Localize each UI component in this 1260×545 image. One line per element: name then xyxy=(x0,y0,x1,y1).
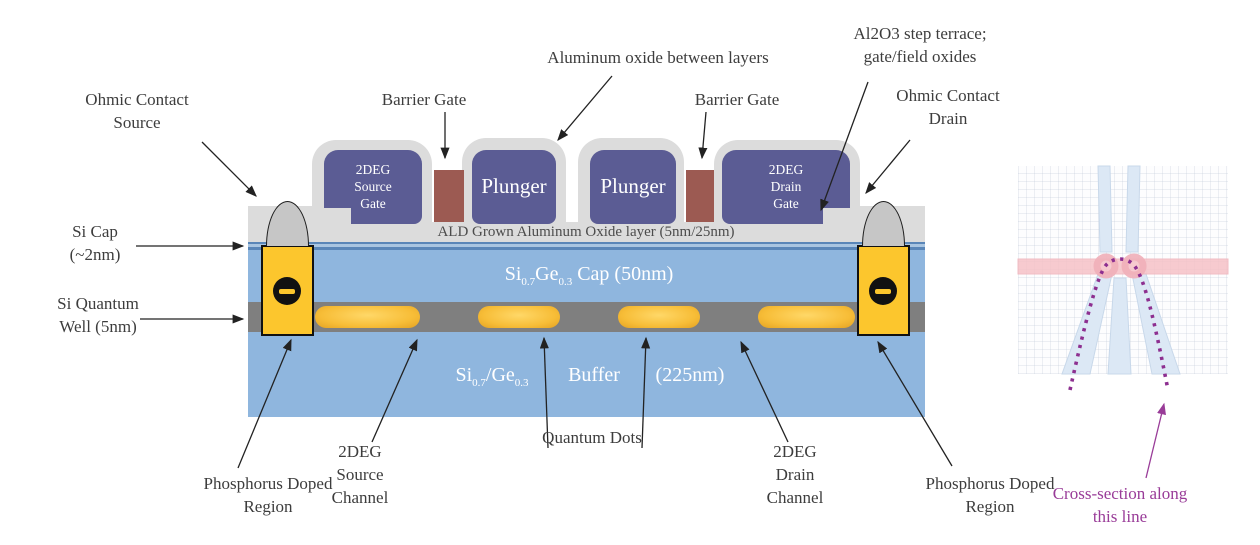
source-gate-oxide-step xyxy=(324,208,351,224)
plunger-gate-right-block: Plunger xyxy=(590,150,676,224)
negative-charge-icon xyxy=(273,277,301,305)
arrow-cross-section xyxy=(1145,402,1166,479)
arrow-aluminum-oxide xyxy=(557,75,613,141)
label-2deg-source-channel: 2DEG Source Channel xyxy=(331,442,389,508)
buffer-formula-label: Si0.7/Ge0.3 xyxy=(455,364,529,389)
label-si-quantum-well: Si Quantum Well (5nm) xyxy=(57,294,139,337)
label-phosphorus-left: Phosphorus Doped Region xyxy=(203,474,333,517)
label-ohmic-drain: Ohmic Contact Drain xyxy=(896,86,1000,129)
negative-charge-icon xyxy=(869,277,897,305)
label-al2o3-step: Al2O3 step terrace; gate/field oxides xyxy=(853,24,987,67)
label-quantum-dots: Quantum Dots xyxy=(542,428,642,447)
sige-cap-layer xyxy=(248,250,925,302)
top-view-inset xyxy=(1018,166,1228,374)
sige-buffer-layer xyxy=(248,332,925,417)
si-cap-layer xyxy=(248,242,925,250)
drain-gate-oxide-step xyxy=(823,208,850,224)
arrow-ohmic-source xyxy=(201,141,257,197)
label-2deg-drain-channel: 2DEG Drain Channel xyxy=(766,442,824,508)
barrier-gate-right-block xyxy=(686,170,714,222)
barrier-gate-left-block xyxy=(434,170,464,222)
label-aluminum-oxide: Aluminum oxide between layers xyxy=(547,48,769,67)
label-phosphorus-right: Phosphorus Doped Region xyxy=(925,474,1055,517)
drain-gate-label: 2DEG xyxy=(768,162,804,177)
buffer-word-label: Buffer xyxy=(568,364,620,386)
plunger-left-label: Plunger xyxy=(481,174,547,198)
drain-channel-2deg xyxy=(758,306,855,328)
ohmic-contact-drain-block xyxy=(857,245,910,336)
plunger-right-label: Plunger xyxy=(600,174,666,198)
buffer-thickness-label: (225nm) xyxy=(655,364,725,386)
ald-layer-label: ALD Grown Aluminum Oxide layer (5nm/25nm… xyxy=(437,224,735,240)
label-ohmic-source: Ohmic Contact Source xyxy=(85,90,189,133)
label-barrier-gate-left: Barrier Gate xyxy=(381,90,467,109)
quantum-dot-left xyxy=(478,306,560,328)
label-cross-section: Cross-section along this line xyxy=(1052,484,1188,527)
quantum-dot-right xyxy=(618,306,700,328)
plunger-gate-left-block: Plunger xyxy=(472,150,556,224)
label-si-cap: Si Cap (~2nm) xyxy=(69,222,121,265)
arrow-ohmic-drain xyxy=(865,139,911,195)
label-barrier-gate-right: Barrier Gate xyxy=(694,90,780,109)
sige-cap-label: Si0.7Ge0.3 Cap (50nm) xyxy=(504,263,674,288)
source-gate-label: 2DEG xyxy=(355,162,391,177)
arrow-barrier-right xyxy=(698,111,708,160)
ohmic-contact-source-block xyxy=(261,245,314,336)
source-channel-2deg xyxy=(315,306,420,328)
